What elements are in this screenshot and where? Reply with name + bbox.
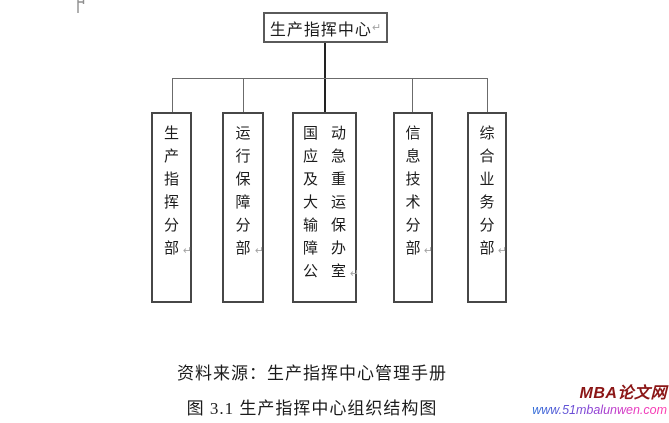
org-box-char: 动 (330, 126, 346, 142)
org-box-text-line: 分 (469, 213, 505, 236)
org-box-text-line: 息 (395, 144, 431, 167)
org-box-text-line: 输保 (294, 213, 355, 236)
org-box-comprehensive-business-division: 综合业务分部↵ (467, 112, 507, 303)
connector-stub (172, 79, 173, 112)
org-box-char: 生 (163, 126, 179, 142)
org-box-text-line: 指 (153, 167, 190, 190)
org-box-char: 保 (235, 172, 251, 188)
org-box-text-line: 部↵ (469, 236, 507, 259)
paragraph-anchor-mark (77, 0, 85, 13)
org-box-char: 办 (330, 241, 346, 257)
org-box-char: 息 (405, 149, 421, 165)
org-box-text-line: 国动 (294, 121, 355, 144)
org-box-text-line: 分 (224, 213, 262, 236)
connector-trunk-line (324, 41, 326, 112)
org-box-char: 行 (235, 149, 251, 165)
org-box-char: 应 (303, 149, 319, 165)
org-box-root: 生产指挥中心↵ (263, 12, 388, 43)
org-box-char: 合 (479, 149, 495, 165)
org-box-text-line: 挥 (153, 190, 190, 213)
org-box-text-line: 分 (395, 213, 431, 236)
org-box-char: 障 (235, 195, 251, 211)
org-box-char: 保 (330, 218, 346, 234)
org-box-char: 部 (235, 241, 251, 257)
org-box-char: 分 (479, 218, 495, 234)
org-box-text-line: 生 (153, 121, 190, 144)
connector-horizontal-line (172, 78, 488, 79)
org-box-char: 急 (330, 149, 346, 165)
return-mark: ↵ (371, 21, 382, 34)
org-box-char: 及 (303, 172, 319, 188)
org-box-text-line: 保 (224, 167, 262, 190)
org-box-text-line: 信 (395, 121, 431, 144)
org-box-char: 重 (330, 172, 346, 188)
org-box-char: 挥 (163, 195, 179, 211)
org-box-text-line: 部↵ (395, 236, 433, 259)
org-box-information-technology-division: 信息技术分部↵ (393, 112, 433, 303)
org-box-text-line: 合 (469, 144, 505, 167)
org-box-char: 国 (303, 126, 319, 142)
org-box-text-line: 运 (224, 121, 262, 144)
org-box-char: 产 (163, 149, 179, 165)
org-box-char: 分 (405, 218, 421, 234)
org-box-text-line: 大运 (294, 190, 355, 213)
figure-caption: 图 3.1 生产指挥中心组织结构图 (186, 399, 438, 418)
org-box-text-line: 部↵ (224, 236, 264, 259)
org-box-text-line: 障 (224, 190, 262, 213)
return-mark: ↵ (254, 244, 264, 257)
org-box-text-line: 应急 (294, 144, 355, 167)
org-box-char: 运 (235, 126, 251, 142)
org-box-text-line: 分 (153, 213, 190, 236)
org-box-char: 业 (479, 172, 495, 188)
org-box-text-line: 公室↵ (294, 259, 359, 282)
org-box-text-line: 术 (395, 190, 431, 213)
org-box-text-line: 产 (153, 144, 190, 167)
connector-stub (243, 79, 244, 112)
return-mark: ↵ (182, 244, 192, 257)
org-box-char: 输 (303, 218, 319, 234)
org-box-char: 信 (405, 126, 421, 142)
org-box-production-command-division: 生产指挥分部↵ (151, 112, 192, 303)
return-mark: ↵ (497, 244, 507, 257)
org-box-char: 术 (405, 195, 421, 211)
org-box-text-line: 技 (395, 167, 431, 190)
org-box-char: 综 (479, 126, 495, 142)
org-box-char: 分 (163, 218, 179, 234)
return-mark: ↵ (423, 244, 433, 257)
org-box-char: 障 (303, 241, 319, 257)
org-box-char: 运 (330, 195, 346, 211)
org-box-emergency-transport-office: 国动应急及重大运输保障办公室↵ (292, 112, 359, 303)
org-box-text-line: 障办 (294, 236, 355, 259)
org-box-char: 务 (479, 195, 495, 211)
org-box-char: 大 (303, 195, 319, 211)
org-box-text-line: 部↵ (153, 236, 192, 259)
org-box-text-line: 业 (469, 167, 505, 190)
connector-stub (487, 79, 488, 112)
watermark-site-name: MBA论文网 (579, 385, 667, 402)
org-box-text-line: 及重 (294, 167, 355, 190)
source-caption: 资料来源：生产指挥中心管理手册 (177, 364, 447, 383)
org-box-operation-support-division: 运行保障分部↵ (222, 112, 264, 303)
watermark-site-url: www.51mbalunwen.com (532, 403, 667, 418)
watermark: MBA论文网 www.51mbalunwen.com (532, 385, 667, 418)
org-box-char: 公 (303, 264, 319, 280)
org-box-char: 室 (330, 264, 346, 280)
org-box-text-line: 行 (224, 144, 262, 167)
org-box-char: 部 (479, 241, 495, 257)
org-box-char: 部 (163, 241, 179, 257)
org-box-text-line: 务 (469, 190, 505, 213)
org-box-text-line: 综 (469, 121, 505, 144)
return-mark: ↵ (349, 267, 359, 280)
connector-stub (412, 79, 413, 112)
org-root-label: 生产指挥中心 (269, 21, 372, 39)
org-box-char: 部 (405, 241, 421, 257)
org-box-char: 分 (235, 218, 251, 234)
org-box-char: 指 (163, 172, 179, 188)
org-box-char: 技 (405, 172, 421, 188)
